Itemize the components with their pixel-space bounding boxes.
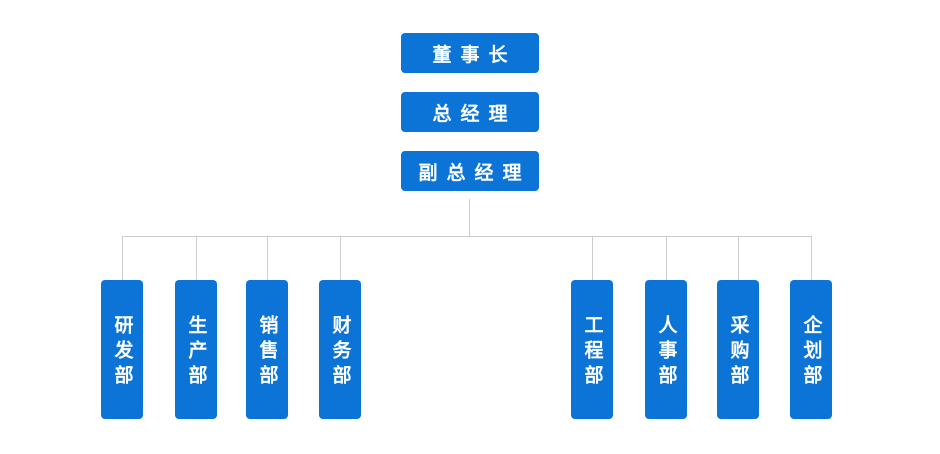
org-node-department-planning[interactable]: 企划部 bbox=[790, 280, 832, 419]
connector-drop bbox=[196, 236, 197, 280]
connector-stub bbox=[469, 199, 470, 236]
org-node-deputy-general-manager[interactable]: 副总经理 bbox=[401, 151, 539, 191]
connector-drop bbox=[340, 236, 341, 280]
org-node-department-procurement[interactable]: 采购部 bbox=[717, 280, 759, 419]
org-node-label: 企划部 bbox=[800, 315, 822, 390]
connector-drop bbox=[738, 236, 739, 280]
org-node-label: 生产部 bbox=[185, 315, 207, 390]
org-node-label: 总经理 bbox=[432, 103, 517, 125]
org-node-label: 董事长 bbox=[432, 44, 517, 66]
org-node-department-rd[interactable]: 研发部 bbox=[101, 280, 143, 419]
connector-drop bbox=[811, 236, 812, 280]
org-node-department-production[interactable]: 生产部 bbox=[175, 280, 217, 419]
org-node-department-engineering[interactable]: 工程部 bbox=[571, 280, 613, 419]
org-node-general-manager[interactable]: 总经理 bbox=[401, 92, 539, 132]
org-node-department-finance[interactable]: 财务部 bbox=[319, 280, 361, 419]
connector-drop bbox=[666, 236, 667, 280]
connector-drop bbox=[122, 236, 123, 280]
org-node-label: 财务部 bbox=[329, 315, 351, 390]
org-node-label: 副总经理 bbox=[418, 162, 531, 184]
org-node-label: 人事部 bbox=[655, 315, 677, 390]
org-node-label: 销售部 bbox=[256, 315, 278, 390]
org-node-department-sales[interactable]: 销售部 bbox=[246, 280, 288, 419]
org-node-label: 研发部 bbox=[111, 315, 133, 390]
connector-drop bbox=[592, 236, 593, 280]
org-node-label: 采购部 bbox=[727, 315, 749, 390]
connector-horizontal bbox=[122, 236, 812, 237]
org-node-department-hr[interactable]: 人事部 bbox=[645, 280, 687, 419]
org-node-chairman[interactable]: 董事长 bbox=[401, 33, 539, 73]
org-node-label: 工程部 bbox=[581, 315, 603, 390]
connector-drop bbox=[267, 236, 268, 280]
